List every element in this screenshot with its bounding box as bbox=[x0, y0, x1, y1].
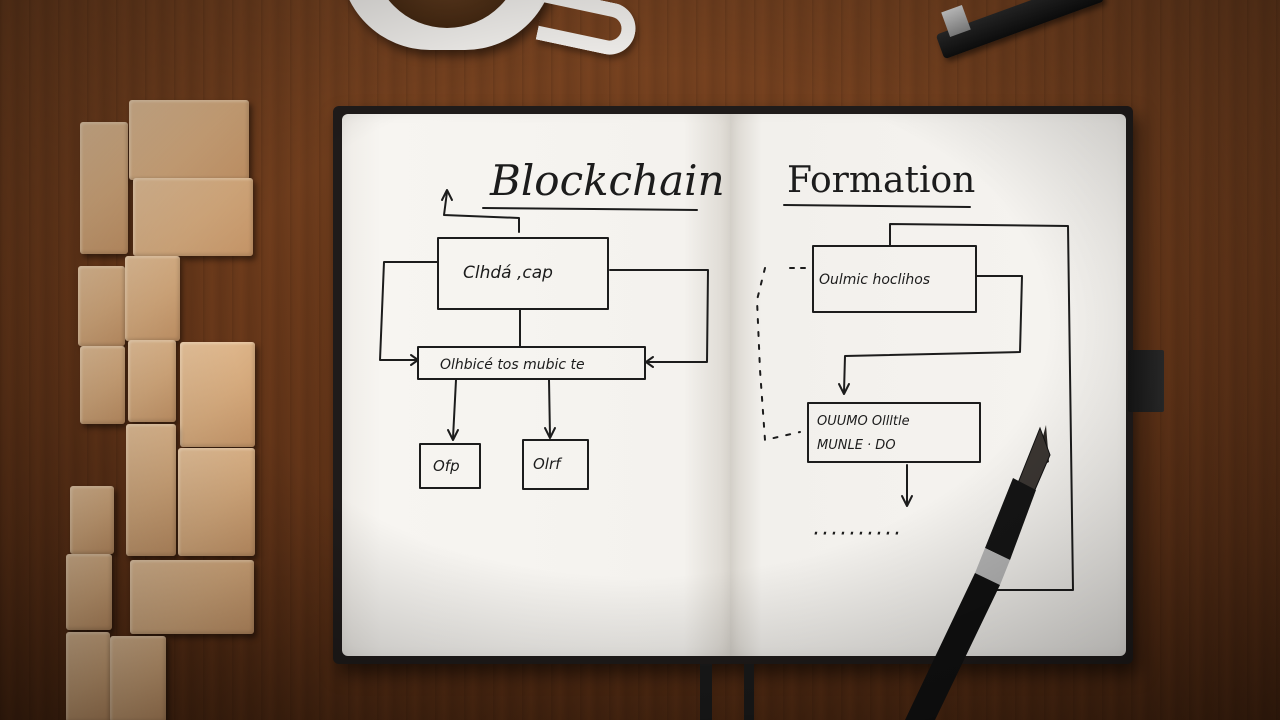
wooden-block bbox=[110, 636, 166, 720]
bookmark-ribbon bbox=[700, 664, 712, 720]
diagram-box bbox=[419, 443, 481, 489]
diagram-box bbox=[417, 346, 646, 380]
wooden-block bbox=[80, 346, 125, 424]
wooden-block bbox=[126, 424, 176, 556]
box-text: OUUMO Ollltle bbox=[817, 414, 910, 429]
wooden-block bbox=[128, 340, 176, 422]
left-page-title: Blockchain bbox=[489, 156, 725, 205]
connector-line bbox=[609, 269, 709, 363]
connector-line bbox=[889, 223, 1074, 591]
diagram-box bbox=[812, 245, 977, 313]
wooden-block bbox=[133, 178, 253, 256]
connector-line bbox=[843, 275, 1023, 393]
right-page-title: Formation bbox=[787, 160, 975, 201]
wooden-block bbox=[78, 266, 125, 346]
box-text: Oulmic hoclihos bbox=[819, 272, 930, 288]
wooden-block bbox=[180, 342, 255, 447]
title-underline bbox=[482, 207, 698, 211]
bookmark-ribbon bbox=[744, 664, 754, 720]
wooden-block bbox=[66, 632, 110, 720]
wooden-block bbox=[178, 448, 255, 556]
diagram-box bbox=[437, 237, 609, 310]
connector-line bbox=[443, 191, 520, 233]
wooden-block bbox=[129, 100, 249, 180]
dashed-connector bbox=[756, 267, 801, 441]
connector-line bbox=[548, 379, 551, 437]
notebook-elastic-band bbox=[1128, 350, 1164, 412]
arrow-head bbox=[901, 495, 913, 507]
wooden-block bbox=[80, 122, 128, 254]
title-underline bbox=[783, 204, 971, 208]
diagram-box bbox=[522, 439, 589, 490]
arrow-head bbox=[447, 429, 459, 441]
connector-line bbox=[452, 379, 457, 439]
scribble-text: ·········· bbox=[812, 522, 902, 547]
arrow-head bbox=[544, 427, 556, 439]
box-text: Olrf bbox=[533, 455, 563, 473]
connector-line bbox=[379, 261, 438, 361]
wooden-block bbox=[125, 256, 180, 341]
box-text: MUNLE · DO bbox=[817, 438, 896, 453]
wooden-block bbox=[66, 554, 112, 630]
box-text: Clhdá ,cap bbox=[463, 263, 553, 283]
box-text: Ofp bbox=[433, 457, 460, 475]
wooden-block bbox=[130, 560, 254, 634]
wooden-block bbox=[70, 486, 114, 554]
arrow-head bbox=[441, 189, 453, 201]
box-text: Olhbicé tos mubic te bbox=[440, 357, 585, 373]
arrow-head bbox=[838, 383, 850, 395]
fountain-pen bbox=[905, 425, 1051, 720]
notebook-left-page bbox=[342, 114, 730, 656]
diagram-box bbox=[807, 402, 981, 463]
